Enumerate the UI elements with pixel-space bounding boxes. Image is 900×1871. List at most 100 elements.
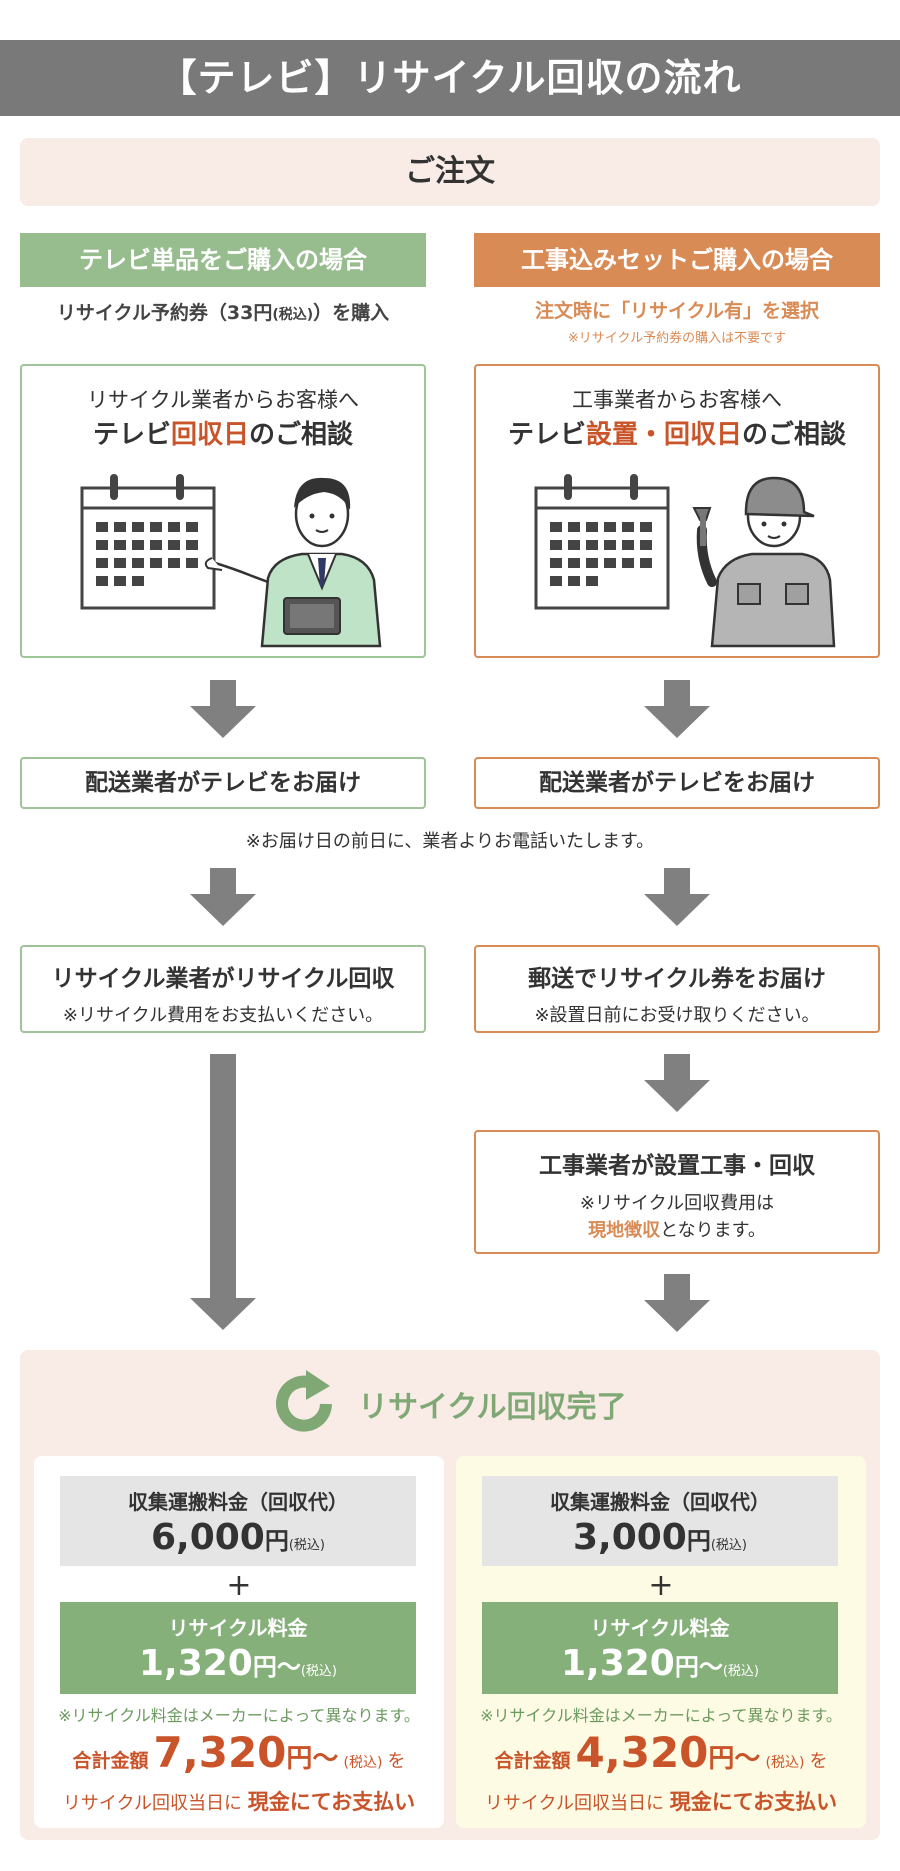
right-step4-note-line2-b: となります。: [660, 1220, 766, 1241]
plus-sign: +: [226, 1568, 252, 1603]
total-suffix: を: [809, 1751, 828, 1772]
total-label: 合計金額: [72, 1750, 149, 1772]
collection-fee-amount: 6,000: [150, 1517, 265, 1558]
left-note-text-a: リサイクル予約券（33円: [56, 302, 273, 324]
worker-icon: [692, 476, 836, 648]
left-column-heading: テレビ単品をご購入の場合: [20, 233, 426, 287]
total-unit: 円〜: [286, 1744, 339, 1774]
payment-instruction: リサイクル回収当日に 現金にてお支払い: [34, 1786, 444, 1816]
calendar-icon: [534, 474, 670, 610]
down-arrow-icon: [644, 868, 710, 926]
right-card-line2-b: のご相談: [742, 420, 847, 450]
right-purchase-note: 注文時に「リサイクル有」を選択 ※リサイクル予約券の購入は不要です: [474, 296, 880, 346]
collection-fee-value: 6,000円(税込): [60, 1517, 416, 1558]
total-amount: 合計金額 7,320円〜 (税込) を: [34, 1728, 444, 1777]
yen-from-unit: 円〜: [674, 1653, 723, 1681]
right-note-line1: 注文時に「リサイクル有」を選択: [534, 300, 820, 322]
down-arrow-icon: [644, 1274, 710, 1332]
payment-method: 現金にてお支払い: [247, 1790, 416, 1814]
payment-timing: リサイクル回収当日に: [484, 1793, 664, 1814]
yen-from-unit: 円〜: [252, 1653, 301, 1681]
collection-fee-label: 収集運搬料金（回収代）: [128, 1490, 348, 1514]
payment-timing: リサイクル回収当日に: [62, 1793, 242, 1814]
down-arrow-icon: [644, 680, 710, 738]
recycle-fee-label: リサイクル料金: [168, 1616, 308, 1640]
long-down-arrow-icon: [190, 1054, 256, 1330]
delivery-call-note: ※お届け日の前日に、業者よりお電話いたします。: [245, 831, 655, 852]
fee-panel-install-set: 収集運搬料金（回収代） 3,000円(税込) + リサイクル料金 1,320円〜…: [456, 1456, 866, 1828]
left-note-text-b: ）を購入: [313, 302, 390, 324]
right-card-line2-a: テレビ: [507, 420, 586, 450]
down-arrow-icon: [644, 1054, 710, 1112]
down-arrow-icon: [190, 680, 256, 738]
left-card-line2-b: のご相談: [249, 420, 354, 450]
collection-fee-label: 収集運搬料金（回収代）: [550, 1490, 770, 1514]
down-arrow-icon: [190, 868, 256, 926]
tax-included: (税込): [765, 1755, 805, 1771]
right-card-line2: テレビ設置・回収日のご相談: [476, 414, 878, 451]
recycle-fee-amount: 1,320: [560, 1643, 675, 1684]
left-step3-note: ※リサイクル費用をお支払いください。: [62, 1005, 384, 1026]
total-suffix: を: [387, 1751, 406, 1772]
recycle-fee-value: 1,320円〜(税込): [60, 1643, 416, 1684]
right-step3-title: 郵送でリサイクル券をお届け: [528, 966, 826, 992]
left-card-line2-a: テレビ: [92, 420, 171, 450]
right-delivery-step: 配送業者がテレビをお届け: [474, 757, 880, 809]
calendar-businessman-illustration: [80, 474, 382, 648]
yen-unit: 円: [686, 1527, 711, 1555]
total-value: 7,320: [153, 1728, 287, 1777]
total-label: 合計金額: [494, 1750, 571, 1772]
recycle-complete-title: リサイクル回収完了: [358, 1390, 627, 1425]
payment-instruction: リサイクル回収当日に 現金にてお支払い: [456, 1786, 866, 1816]
recycle-fee-note: ※リサイクル料金はメーカーによって異なります。: [480, 1706, 842, 1725]
recycle-fee-label: リサイクル料金: [590, 1616, 730, 1640]
total-amount: 合計金額 4,320円〜 (税込) を: [456, 1728, 866, 1777]
recycle-fee-amount: 1,320: [138, 1643, 253, 1684]
calendar-worker-illustration: [534, 474, 836, 648]
recycle-fee-box: リサイクル料金 1,320円〜(税込): [60, 1602, 416, 1694]
left-card-line1: リサイクル業者からお客様へ: [87, 388, 359, 412]
left-recycle-collection-step: リサイクル業者がリサイクル回収 ※リサイクル費用をお支払いください。: [20, 945, 426, 1033]
order-step: ご注文: [20, 138, 880, 206]
tax-included: (税込): [722, 1664, 760, 1679]
right-note-line2: ※リサイクル予約券の購入は不要です: [567, 331, 787, 346]
right-install-collection-step: 工事業者が設置工事・回収 ※リサイクル回収費用は 現地徴収となります。: [474, 1130, 880, 1254]
left-note-tax: (税込): [272, 307, 314, 323]
recycle-fee-box: リサイクル料金 1,320円〜(税込): [482, 1602, 838, 1694]
right-step4-note: ※リサイクル回収費用は 現地徴収となります。: [476, 1190, 878, 1244]
left-purchase-note: リサイクル予約券（33円(税込)）を購入: [20, 298, 426, 325]
total-value: 4,320: [575, 1728, 709, 1777]
left-schedule-card: リサイクル業者からお客様へ テレビ回収日のご相談: [20, 364, 426, 658]
left-card-line2-highlight: 回収日: [170, 420, 249, 450]
right-mail-ticket-step: 郵送でリサイクル券をお届け ※設置日前にお受け取りください。: [474, 945, 880, 1033]
collection-fee-box: 収集運搬料金（回収代） 6,000円(税込): [60, 1476, 416, 1566]
onsite-collection-highlight: 現地徴収: [588, 1220, 661, 1241]
right-step4-note-line1: ※リサイクル回収費用は: [579, 1193, 775, 1214]
recycle-fee-note: ※リサイクル料金はメーカーによって異なります。: [58, 1706, 420, 1725]
right-step3-note: ※設置日前にお受け取りください。: [534, 1005, 820, 1026]
tax-included: (税込): [288, 1538, 326, 1553]
payment-method: 現金にてお支払い: [669, 1790, 838, 1814]
right-column-heading: 工事込みセットご購入の場合: [474, 233, 880, 287]
collection-fee-box: 収集運搬料金（回収代） 3,000円(税込): [482, 1476, 838, 1566]
calendar-icon: [80, 474, 216, 610]
recycle-fee-value: 1,320円〜(税込): [482, 1643, 838, 1684]
right-card-line1: 工事業者からお客様へ: [572, 388, 782, 412]
recycle-refresh-icon: [276, 1370, 332, 1432]
collection-fee-value: 3,000円(税込): [482, 1517, 838, 1558]
businessman-icon: [204, 477, 382, 648]
right-step4-note-line2: 現地徴収となります。: [476, 1217, 878, 1244]
right-card-line2-highlight: 設置・回収日: [585, 420, 742, 450]
left-step3-title: リサイクル業者がリサイクル回収: [51, 966, 395, 992]
collection-fee-amount: 3,000: [572, 1517, 687, 1558]
total-unit: 円〜: [708, 1744, 761, 1774]
tax-included: (税込): [300, 1664, 338, 1679]
plus-sign: +: [648, 1568, 674, 1603]
left-delivery-step: 配送業者がテレビをお届け: [20, 757, 426, 809]
right-schedule-card: 工事業者からお客様へ テレビ設置・回収日のご相談: [474, 364, 880, 658]
page-title: 【テレビ】リサイクル回収の流れ: [0, 40, 900, 116]
right-step4-title: 工事業者が設置工事・回収: [539, 1153, 815, 1179]
recycle-complete-header: リサイクル回収完了: [0, 1362, 900, 1442]
yen-unit: 円: [264, 1527, 289, 1555]
left-card-line2: テレビ回収日のご相談: [22, 414, 424, 451]
